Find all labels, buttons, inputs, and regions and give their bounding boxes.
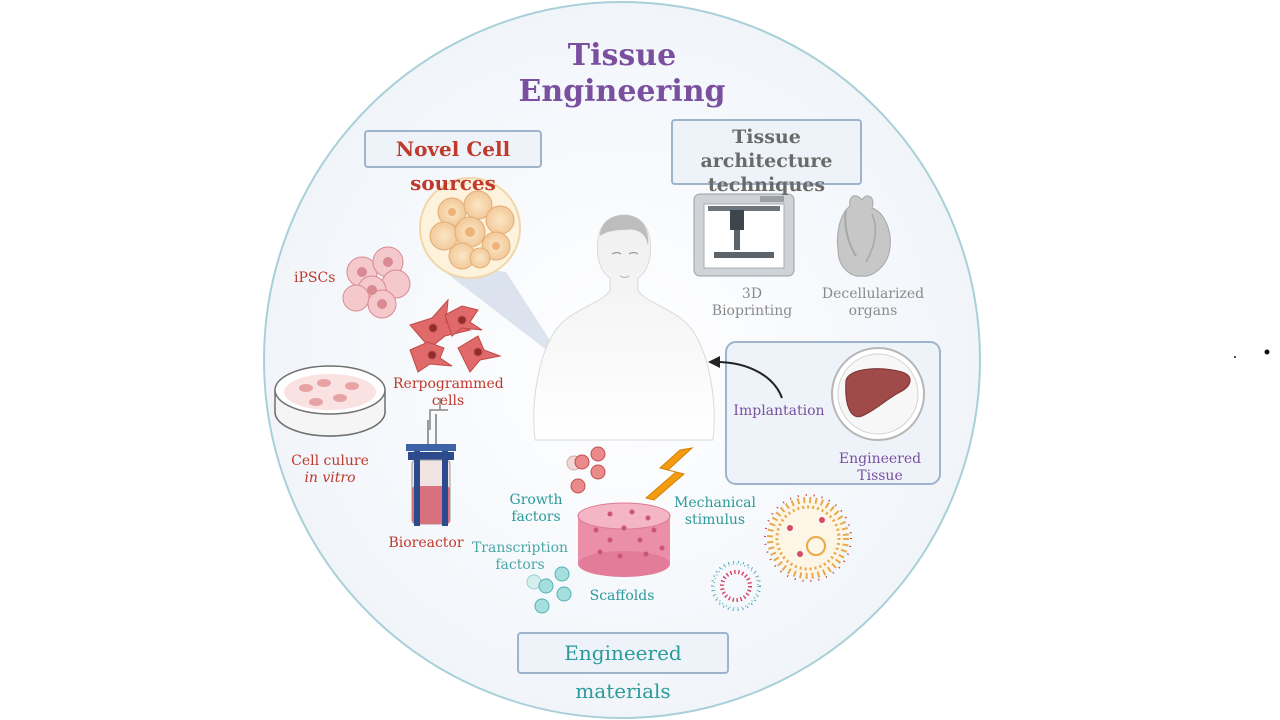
engineered-tissue-line-2: Tissue xyxy=(857,468,903,484)
architecture-line-2: techniques xyxy=(707,174,826,196)
scaffold-icon xyxy=(577,502,671,577)
scaffolds-label: Scaffolds xyxy=(588,588,656,605)
mechanical-stimulus-label: Mechanical stimulus xyxy=(670,495,760,529)
decell-line-2: organs xyxy=(848,303,898,319)
growth-factors-label: Growth factors xyxy=(502,492,570,526)
diagram-title: Tissue Engineering xyxy=(500,38,744,110)
growth-line-2: factors xyxy=(511,509,561,525)
culture-line-2: in vitro xyxy=(304,470,356,486)
implantation-text: Implantation xyxy=(733,403,825,419)
cell-cluster-icon xyxy=(419,177,521,279)
transcription-line-2: factors xyxy=(495,557,545,573)
decellularized-label: Decellularized organs xyxy=(818,286,928,320)
title-line-1: Tissue xyxy=(567,38,677,73)
ipsc-cells-icon xyxy=(342,246,411,319)
bioreactor-text: Bioreactor xyxy=(388,535,464,551)
bioprinting-line-2: Bioprinting xyxy=(711,303,793,319)
liposome-icon xyxy=(764,494,852,582)
architecture-line-1: Tissue architecture xyxy=(700,126,833,172)
culture-line-1: Cell culure xyxy=(291,453,369,469)
ipscs-text: iPSCs xyxy=(294,270,336,286)
scaffolds-text: Scaffolds xyxy=(589,588,655,604)
petri-dish-icon xyxy=(274,365,386,437)
title-line-2: Engineering xyxy=(518,74,726,109)
growth-factors-icon xyxy=(566,446,606,494)
bioprinting-line-1: 3D xyxy=(741,286,763,302)
arrow-head xyxy=(708,356,720,368)
3d-printer-icon xyxy=(693,193,795,277)
dot-mark-small xyxy=(1234,356,1236,358)
engineered-materials-label: Engineered materials xyxy=(564,641,682,703)
novel-cell-sources-label: Novel Cell sources xyxy=(395,137,511,195)
engineered-materials-box: Engineered materials xyxy=(517,632,729,703)
culture-label: Cell culure in vitro xyxy=(284,453,376,487)
zoom-cone xyxy=(432,262,566,365)
mechanical-line-2: stimulus xyxy=(684,512,746,528)
transcription-factors-icon xyxy=(526,566,572,614)
reprogrammed-line-2: cells xyxy=(431,393,465,409)
engineered-tissue-line-1: Engineered xyxy=(838,451,922,467)
novel-cell-sources-box: Novel Cell sources xyxy=(364,130,542,195)
transcription-line-1: Transcription xyxy=(471,540,569,556)
growth-line-1: Growth xyxy=(509,492,563,508)
decell-line-1: Decellularized xyxy=(821,286,925,302)
heart-icon xyxy=(837,195,891,277)
ipscs-label: iPSCs xyxy=(294,270,335,287)
engineered-tissue-label: Engineered Tissue xyxy=(834,451,926,485)
micelle-icon xyxy=(711,561,761,611)
implantation-label: Implantation xyxy=(733,403,825,420)
dot-mark xyxy=(1264,349,1270,355)
bioreactor-label: Bioreactor xyxy=(388,535,464,552)
liver-dish-icon xyxy=(831,347,925,441)
bioprinting-label: 3D Bioprinting xyxy=(708,286,796,320)
reprogrammed-line-1: Rerpogrammed xyxy=(393,376,504,392)
bioreactor-icon xyxy=(406,398,456,526)
human-body-icon xyxy=(533,214,715,441)
reprogrammed-cells-icon xyxy=(409,298,502,373)
lightning-icon xyxy=(644,447,694,501)
reprogrammed-label: Rerpogrammed cells xyxy=(393,376,504,410)
tissue-architecture-box: Tissue architecture techniques xyxy=(671,119,862,196)
mechanical-line-1: Mechanical xyxy=(674,495,756,511)
implantation-arrow xyxy=(715,361,783,399)
transcription-factors-label: Transcription factors xyxy=(470,540,570,574)
